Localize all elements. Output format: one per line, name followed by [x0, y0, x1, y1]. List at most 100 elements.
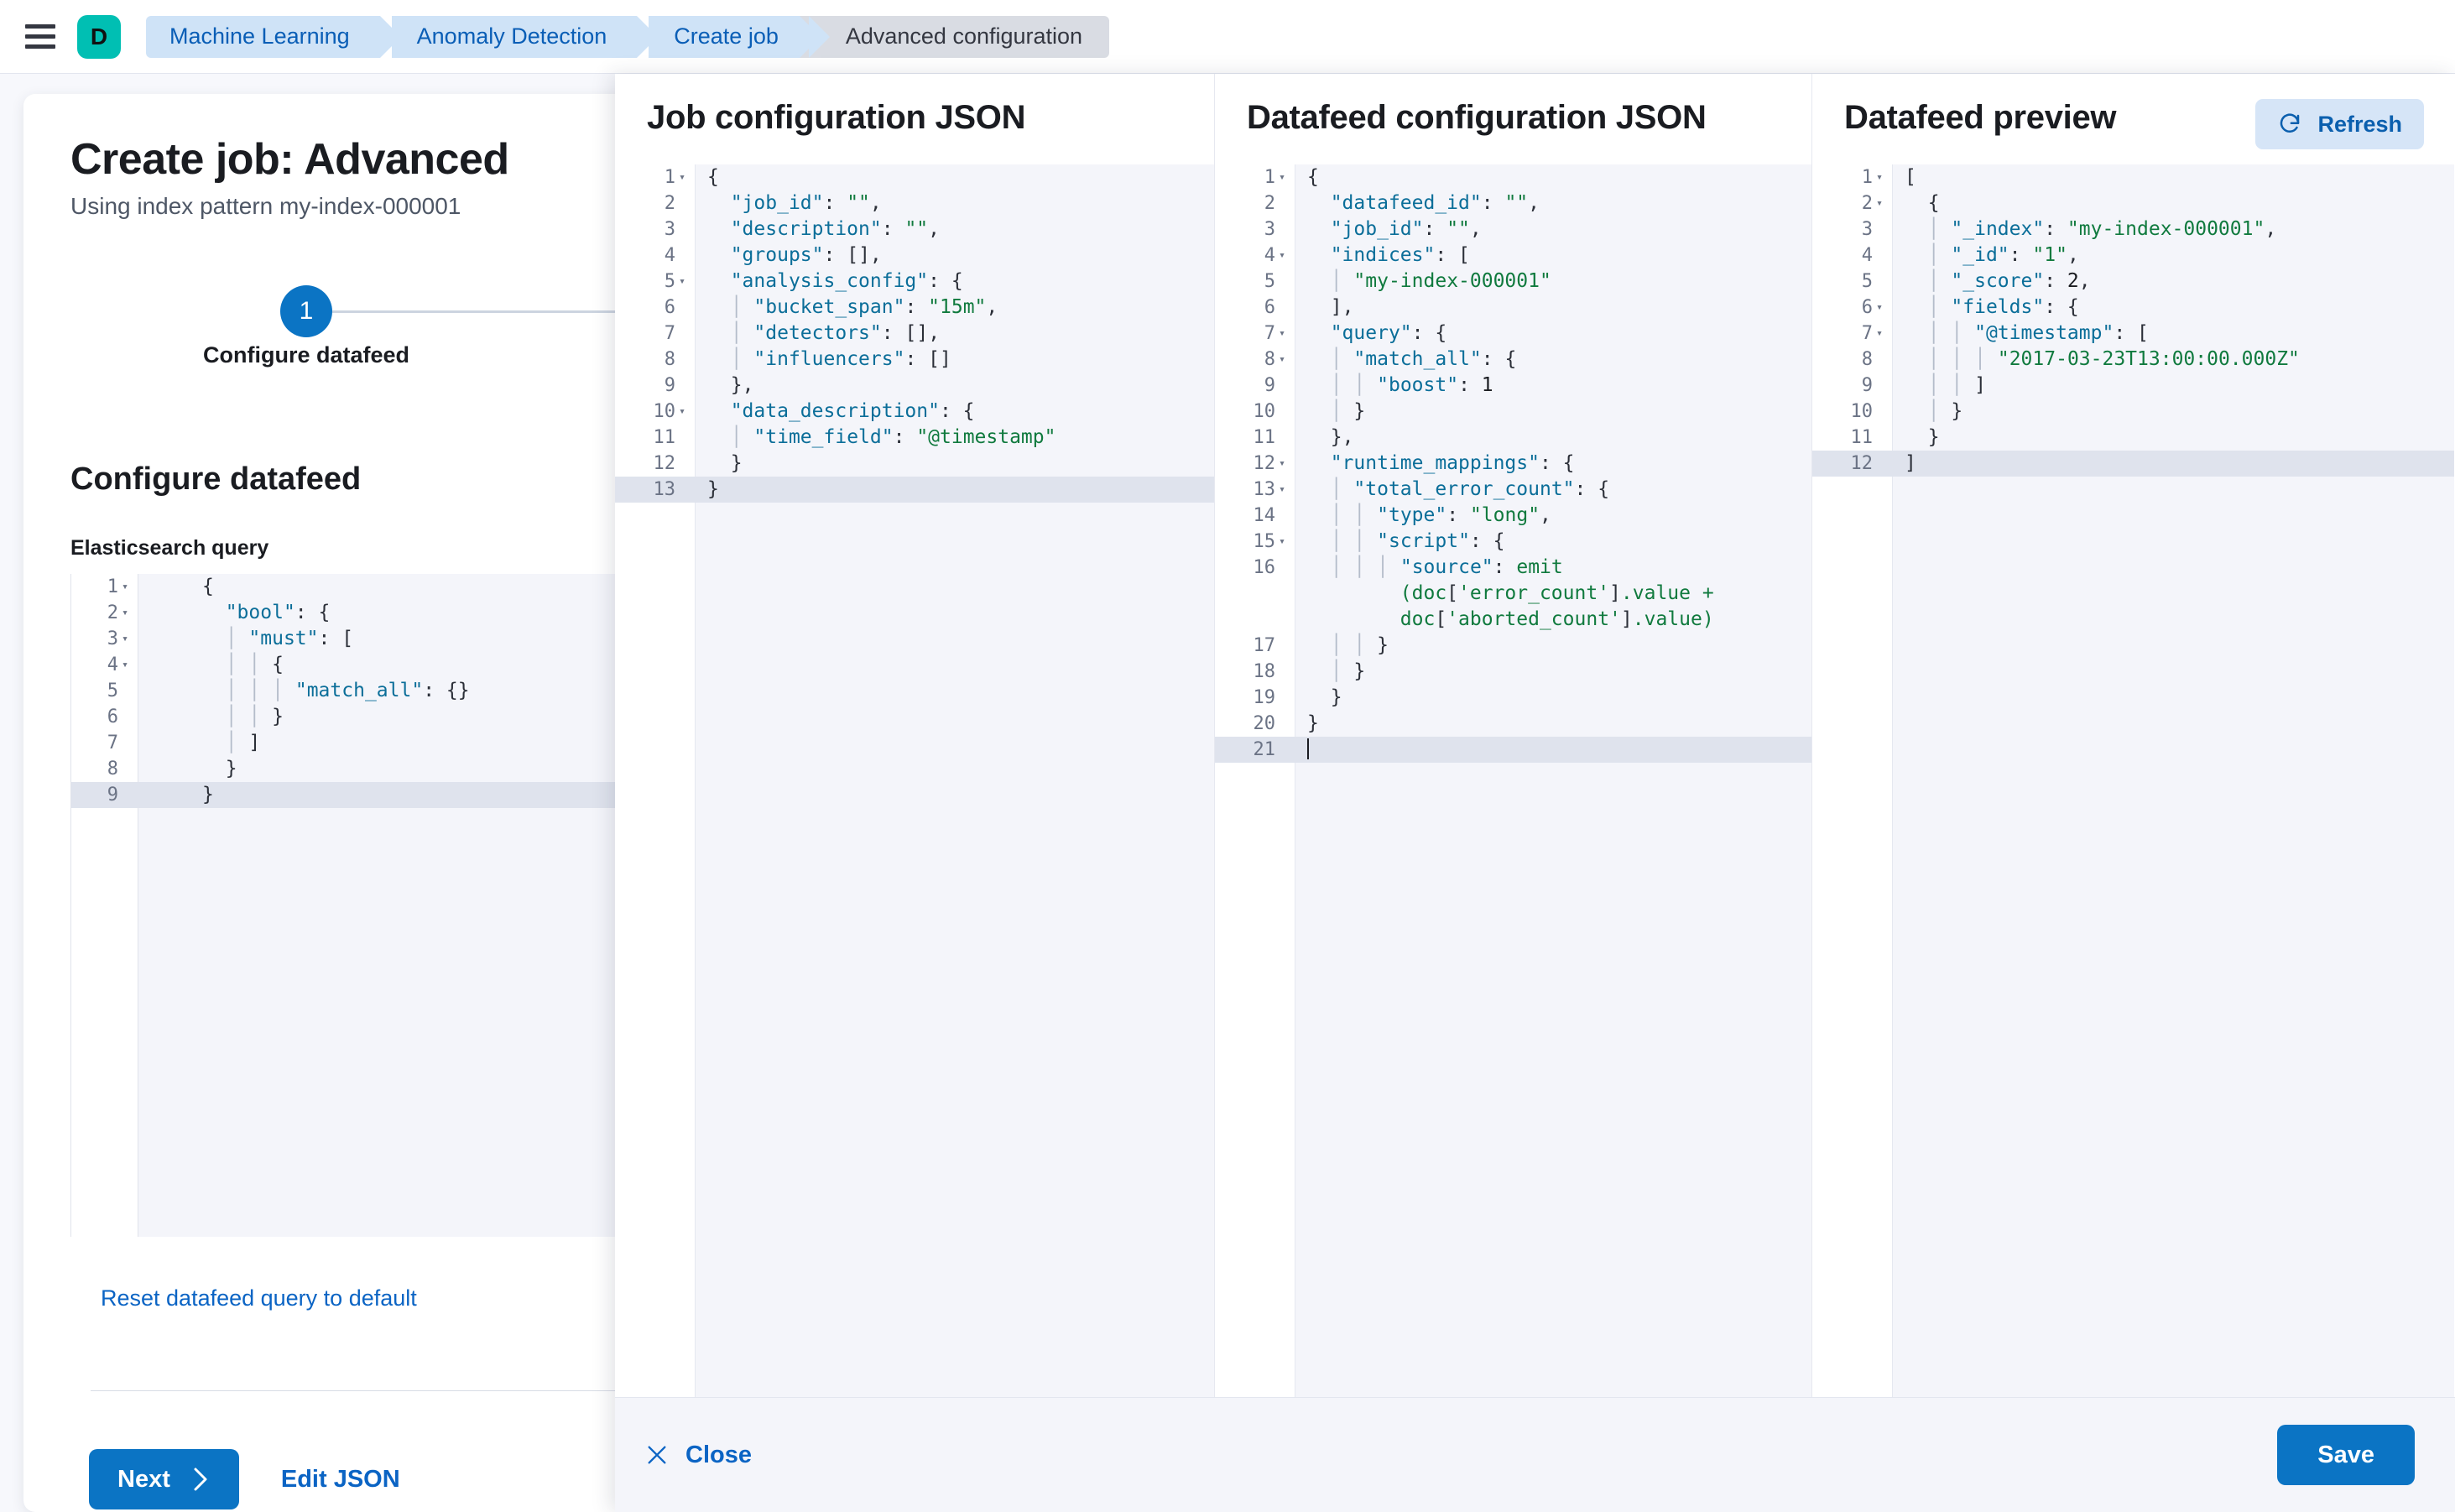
- top-navigation-bar: D Machine Learning Anomaly Detection Cre…: [0, 0, 2455, 74]
- editor-line-number: 11▾: [1850, 427, 1874, 448]
- editor-line[interactable]: }: [1307, 712, 1319, 734]
- editor-line-number: 4▾: [107, 654, 128, 675]
- editor-line[interactable]: ]: [1893, 451, 2454, 477]
- datafeed-preview-header: Datafeed preview Refresh: [1812, 74, 2454, 149]
- editor-line[interactable]: │ │ ]: [1927, 374, 1986, 396]
- page-subtitle: Using index pattern my-index-000001: [70, 193, 461, 219]
- space-avatar[interactable]: D: [77, 14, 121, 59]
- editor-line[interactable]: │ "fields": {: [1927, 296, 2079, 318]
- editor-line-number: 13▾: [1253, 479, 1285, 500]
- editor-line[interactable]: │ "match_all": {: [1330, 348, 1517, 370]
- editor-line-number: 2▾: [664, 193, 675, 214]
- editor-line[interactable]: }: [696, 477, 1214, 503]
- editor-line-number: 13▾: [615, 477, 696, 503]
- editor-line[interactable]: │ │ "type": "long",: [1330, 504, 1551, 526]
- editor-line[interactable]: "bool": {: [225, 602, 331, 623]
- editor-code-area[interactable]: { "job_id": "", "description": "", "grou…: [696, 164, 1214, 1397]
- editor-line-number: 5▾: [1861, 271, 1873, 292]
- edit-json-button[interactable]: Edit JSON: [280, 1465, 400, 1493]
- editor-code-area[interactable]: [ { │ "_index": "my-index-000001", │ "_i…: [1893, 164, 2454, 1397]
- editor-line-number: 20▾: [1253, 713, 1276, 734]
- editor-line[interactable]: │ │ │ "2017-03-23T13:00:00.000Z": [1927, 348, 2300, 370]
- editor-line[interactable]: "runtime_mappings": {: [1330, 452, 1575, 474]
- reset-datafeed-query-link[interactable]: Reset datafeed query to default: [101, 1285, 417, 1311]
- editor-line-number: 9▾: [1861, 375, 1873, 396]
- editor-gutter: 1▾2▾3▾4▾5▾6▾7▾8▾9▾10▾11▾12▾: [1812, 164, 1893, 1397]
- editor-line[interactable]: │ │ "boost": 1: [1330, 374, 1493, 396]
- editor-line-number: 8▾: [1264, 349, 1285, 370]
- editor-line[interactable]: │ }: [1330, 400, 1366, 422]
- editor-line[interactable]: {: [1927, 192, 1940, 214]
- editor-line[interactable]: │ "_score": 2,: [1927, 270, 2091, 292]
- editor-line[interactable]: }: [225, 758, 237, 779]
- editor-line-number: 4▾: [1264, 245, 1285, 266]
- editor-line[interactable]: │ "detectors": [],: [730, 322, 941, 344]
- editor-code-area[interactable]: { "datafeed_id": "", "job_id": "", "indi…: [1295, 164, 1811, 1397]
- editor-line[interactable]: │ │ "@timestamp": [: [1927, 322, 2149, 344]
- editor-line-number: 3▾: [1861, 219, 1873, 240]
- editor-line[interactable]: │ │ }: [1330, 634, 1389, 656]
- editor-line[interactable]: "data_description": {: [730, 400, 975, 422]
- editor-line[interactable]: │ "my-index-000001": [1330, 270, 1551, 292]
- hamburger-menu-icon[interactable]: [25, 23, 59, 51]
- editor-line[interactable]: │ │ │ "source": emit: [1330, 556, 1563, 578]
- editor-line[interactable]: │ │ "script": {: [1330, 530, 1505, 552]
- editor-line[interactable]: {: [202, 576, 214, 597]
- editor-line[interactable]: },: [1330, 426, 1354, 448]
- editor-line[interactable]: │ │ {: [225, 654, 284, 675]
- editor-line[interactable]: │ "influencers": []: [730, 348, 951, 370]
- editor-line[interactable]: }: [1330, 686, 1342, 708]
- breadcrumb-item-create-job[interactable]: Create job: [649, 15, 830, 58]
- editor-line[interactable]: │ "total_error_count": {: [1330, 478, 1610, 500]
- next-button-label: Next: [117, 1465, 170, 1493]
- editor-line[interactable]: "analysis_config": {: [730, 270, 963, 292]
- editor-line[interactable]: "query": {: [1330, 322, 1447, 344]
- editor-line[interactable]: "job_id": "",: [1330, 218, 1482, 240]
- editor-gutter: 1▾2▾3▾4▾5▾6▾7▾8▾9▾10▾11▾12▾13▾14▾15▾16▾▾…: [1215, 164, 1295, 1397]
- job-configuration-json-editor[interactable]: 1▾2▾3▾4▾5▾6▾7▾8▾9▾10▾11▾12▾13▾ { "job_id…: [615, 164, 1214, 1397]
- editor-line[interactable]: {: [707, 166, 719, 188]
- editor-line[interactable]: │ }: [1927, 400, 1963, 422]
- step-1-circle[interactable]: 1: [280, 285, 332, 337]
- datafeed-preview-title: Datafeed preview: [1844, 99, 2117, 136]
- editor-line[interactable]: │ │ │ "match_all": {}: [225, 680, 470, 701]
- editor-line[interactable]: │ "bucket_span": "15m",: [730, 296, 998, 318]
- editor-line[interactable]: },: [730, 374, 754, 396]
- editor-line-number: 7▾: [1264, 323, 1285, 344]
- editor-line-number: 11▾: [653, 427, 676, 448]
- editor-line[interactable]: doc['aborted_count'].value): [1400, 608, 1714, 630]
- editor-line-number: 5▾: [1264, 271, 1275, 292]
- step-1-label: Configure datafeed: [202, 342, 410, 368]
- breadcrumb: Machine Learning Anomaly Detection Creat…: [146, 15, 1110, 58]
- editor-line[interactable]: [1295, 737, 1811, 763]
- editor-line[interactable]: "description": "",: [730, 218, 940, 240]
- editor-line[interactable]: │ "must": [: [225, 628, 354, 649]
- editor-line[interactable]: }: [1927, 426, 1940, 448]
- next-button[interactable]: Next: [89, 1449, 239, 1509]
- editor-line[interactable]: {: [1307, 166, 1319, 188]
- editor-line[interactable]: │ "_index": "my-index-000001",: [1927, 218, 2277, 240]
- editor-line[interactable]: (doc['error_count'].value +: [1400, 582, 1714, 604]
- save-button[interactable]: Save: [2277, 1425, 2415, 1485]
- editor-line[interactable]: [: [1905, 166, 1916, 188]
- editor-line[interactable]: "datafeed_id": "",: [1330, 192, 1540, 214]
- editor-line[interactable]: │ }: [1330, 660, 1366, 682]
- editor-line-number: 9▾: [664, 375, 675, 396]
- editor-line[interactable]: │ ]: [225, 732, 261, 753]
- editor-line[interactable]: "indices": [: [1330, 244, 1470, 266]
- editor-line[interactable]: "job_id": "",: [730, 192, 882, 214]
- datafeed-preview-json-editor[interactable]: 1▾2▾3▾4▾5▾6▾7▾8▾9▾10▾11▾12▾ [ { │ "_inde…: [1812, 164, 2454, 1397]
- editor-line[interactable]: │ "time_field": "@timestamp": [730, 426, 1056, 448]
- editor-line[interactable]: │ │ }: [225, 706, 284, 727]
- close-button[interactable]: Close: [645, 1442, 752, 1469]
- datafeed-configuration-json-editor[interactable]: 1▾2▾3▾4▾5▾6▾7▾8▾9▾10▾11▾12▾13▾14▾15▾16▾▾…: [1215, 164, 1811, 1397]
- editor-line[interactable]: "groups": [],: [730, 244, 882, 266]
- editor-line[interactable]: }: [730, 452, 743, 474]
- breadcrumb-item-anomaly-detection[interactable]: Anomaly Detection: [391, 15, 658, 58]
- breadcrumb-item-machine-learning[interactable]: Machine Learning: [146, 15, 401, 58]
- editor-line[interactable]: ],: [1330, 296, 1354, 318]
- editor-line-number: 1▾: [107, 576, 128, 597]
- datafeed-configuration-column: Datafeed configuration JSON 1▾2▾3▾4▾5▾6▾…: [1215, 74, 1812, 1397]
- refresh-button[interactable]: Refresh: [2255, 99, 2424, 149]
- editor-line[interactable]: │ "_id": "1",: [1927, 244, 2079, 266]
